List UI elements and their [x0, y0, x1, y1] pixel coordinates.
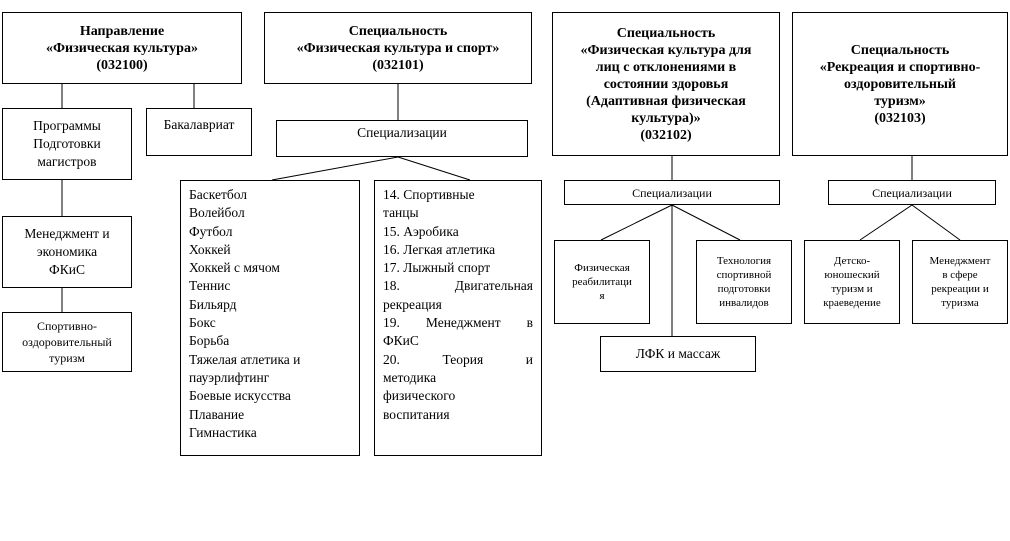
list-item: 20. Теория и [383, 351, 533, 367]
specializations-label: Специализации [357, 125, 447, 140]
header-line: (032102) [640, 127, 692, 143]
list-item: Теннис [189, 278, 231, 294]
list-item: 17. Лыжный спорт [383, 260, 491, 276]
adaptive-specializations-label-box: Специализации [564, 180, 780, 205]
header-line: (032103) [874, 110, 926, 126]
tech-line: инвалидов [719, 297, 769, 309]
tourism-specializations-label-box: Специализации [828, 180, 996, 205]
tech-line: спортивной [716, 269, 772, 281]
mgmt-line: рекреации и [931, 283, 989, 295]
header-line: (Адаптивная физическая [586, 93, 746, 109]
header-line: состоянии здоровья [603, 76, 729, 92]
tech-line: подготовки [717, 283, 771, 295]
rehab-line: реабилитаци [572, 276, 632, 288]
header-line: Специальность [616, 25, 716, 41]
lfk-massage-box: ЛФК и массаж [600, 336, 756, 372]
list-item: Баскетбол [189, 187, 248, 202]
tourism-line: туризм [49, 351, 85, 365]
list-item: воспитания [383, 406, 450, 422]
masters-line: магистров [37, 154, 97, 170]
header-line: «Физическая культура для [580, 42, 752, 58]
specializations-label: Специализации [872, 185, 952, 200]
rehab-line: Физическая [574, 262, 630, 274]
mgmt-line: в сфере [942, 269, 978, 281]
list-item: пауэрлифтинг [189, 369, 270, 385]
mgmt-line: туризма [941, 297, 979, 309]
list-item: Борьба [189, 333, 230, 349]
masters-line: Программы [33, 117, 101, 133]
list-item: Футбол [189, 223, 233, 239]
specializations-label-box: Специализации [276, 120, 528, 157]
sport-tourism-box: Спортивно- оздоровительный туризм [2, 312, 132, 372]
header-direction-032100: Направление «Физическая культура» (03210… [2, 12, 242, 84]
list-item: 15. Аэробика [383, 223, 459, 239]
list-item: Бокс [189, 315, 216, 331]
management-line: экономика [36, 243, 98, 259]
masters-programs-box: Программы Подготовки магистров [2, 108, 132, 180]
management-line: Менеджмент и [24, 225, 110, 241]
tourism-line: Спортивно- [36, 319, 98, 333]
list-item: 18. Двигательная [383, 278, 533, 294]
header-line: «Физическая культура» [46, 40, 198, 56]
list-item: рекреация [383, 296, 442, 312]
tech-line: Технология [716, 255, 772, 267]
specializations-label: Специализации [632, 185, 712, 200]
header-specialty-032101: Специальность «Физическая культура и спо… [264, 12, 532, 84]
rehab-line: я [599, 290, 605, 302]
recreation-management-box: Менеджмент в сфере рекреации и туризма [912, 240, 1008, 324]
header-line: Направление [79, 23, 165, 39]
youth-line: юношеский [824, 269, 880, 281]
list-item: Хоккей с мячом [189, 260, 280, 276]
list-item: 14. Спортивные [383, 187, 475, 202]
header-specialty-032102: Специальность «Физическая культура для л… [552, 12, 780, 156]
list-item: Хоккей [189, 241, 231, 257]
header-line: оздоровительный [844, 76, 956, 92]
youth-line: краеведение [823, 297, 881, 309]
specializations-list-left: Баскетбол Волейбол Футбол Хоккей Хоккей … [180, 180, 360, 456]
list-item: Гимнастика [189, 424, 257, 440]
physical-rehab-box: Физическая реабилитаци я [554, 240, 650, 324]
header-specialty-032103: Специальность «Рекреация и спортивно- оз… [792, 12, 1008, 156]
youth-line: туризм и [831, 283, 873, 295]
list-item: Тяжелая атлетика и [189, 351, 301, 367]
bachelor-box: Бакалавриат [146, 108, 252, 156]
mgmt-line: Менеджмент [929, 255, 991, 267]
header-line: (032101) [372, 57, 424, 73]
list-item: физического [383, 388, 456, 404]
list-item: 19. Менеджмент в [383, 315, 533, 331]
list-item: Плавание [189, 406, 245, 422]
list-item: ФКиС [383, 333, 419, 349]
tourism-line: оздоровительный [22, 335, 112, 349]
list-item: Бильярд [189, 296, 237, 312]
header-line: «Физическая культура и спорт» [296, 40, 500, 56]
list-item: методика [383, 369, 437, 385]
list-item: Волейбол [189, 205, 245, 221]
header-line: Специальность [850, 42, 950, 58]
bachelor-label: Бакалавриат [163, 117, 235, 132]
header-line: (032100) [96, 57, 148, 73]
youth-tourism-box: Детско- юношеский туризм и краеведение [804, 240, 900, 324]
list-item: Боевые искусства [189, 388, 291, 404]
header-line: туризм» [874, 93, 926, 109]
header-line: «Рекреация и спортивно- [819, 59, 981, 75]
management-economics-box: Менеджмент и экономика ФКиС [2, 216, 132, 288]
list-item: танцы [383, 205, 419, 221]
management-line: ФКиС [49, 262, 85, 278]
specializations-list-right: 14. Спортивные танцы 15. Аэробика 16. Ле… [374, 180, 542, 456]
header-line: Специальность [348, 23, 448, 39]
lfk-label: ЛФК и массаж [635, 345, 721, 361]
list-item: 16. Легкая атлетика [383, 241, 496, 257]
header-line: лиц с отклонениями в [595, 59, 737, 75]
header-line: культура)» [631, 110, 701, 126]
youth-line: Детско- [833, 255, 871, 267]
masters-line: Подготовки [33, 135, 101, 151]
disabled-training-tech-box: Технология спортивной подготовки инвалид… [696, 240, 792, 324]
